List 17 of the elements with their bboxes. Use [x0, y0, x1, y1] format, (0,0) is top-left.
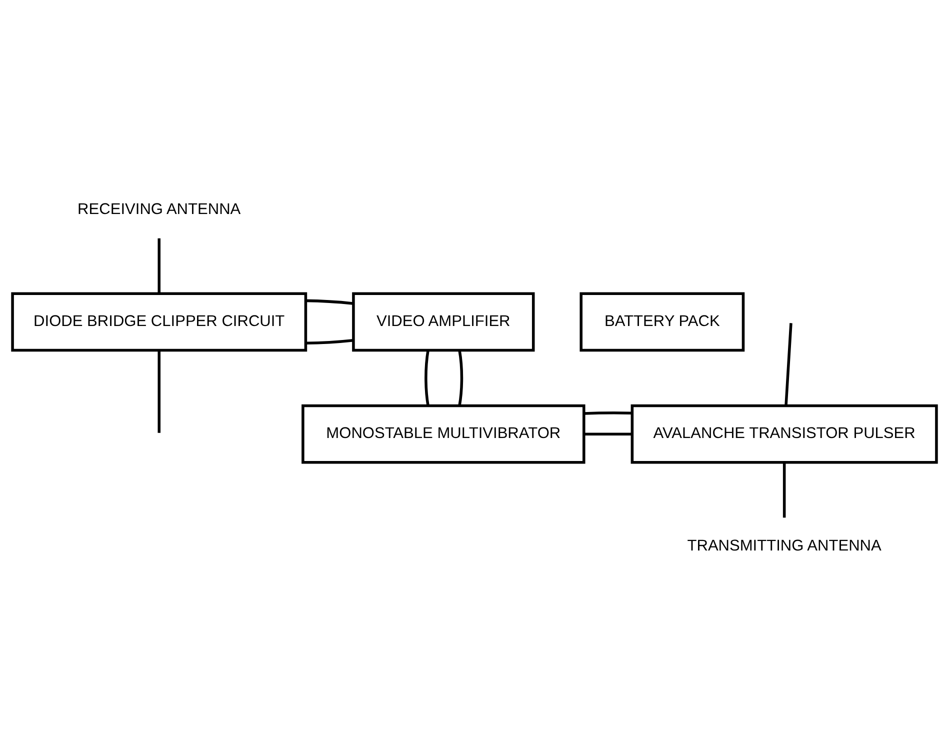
connector — [784, 323, 792, 406]
connector — [424, 350, 430, 406]
connector — [158, 238, 160, 294]
connector — [584, 432, 632, 436]
node-text: RECEIVING ANTENNA — [78, 200, 241, 218]
node-text: TRANSMITTING ANTENNA — [687, 537, 882, 554]
connector — [458, 350, 464, 406]
connector — [306, 299, 354, 305]
node-box: VIDEO AMPLIFIER — [352, 292, 535, 352]
node-box: BATTERY PACK — [580, 292, 745, 352]
connector — [584, 411, 632, 415]
connector — [306, 338, 354, 345]
node-box: DIODE BRIDGE CLIPPER CIRCUIT — [11, 292, 308, 352]
connector — [782, 462, 786, 518]
connector — [158, 350, 160, 433]
node-box: AVALANCHE TRANSISTOR PULSER — [630, 404, 938, 464]
node-box: MONOSTABLE MULTIVIBRATOR — [302, 404, 586, 464]
